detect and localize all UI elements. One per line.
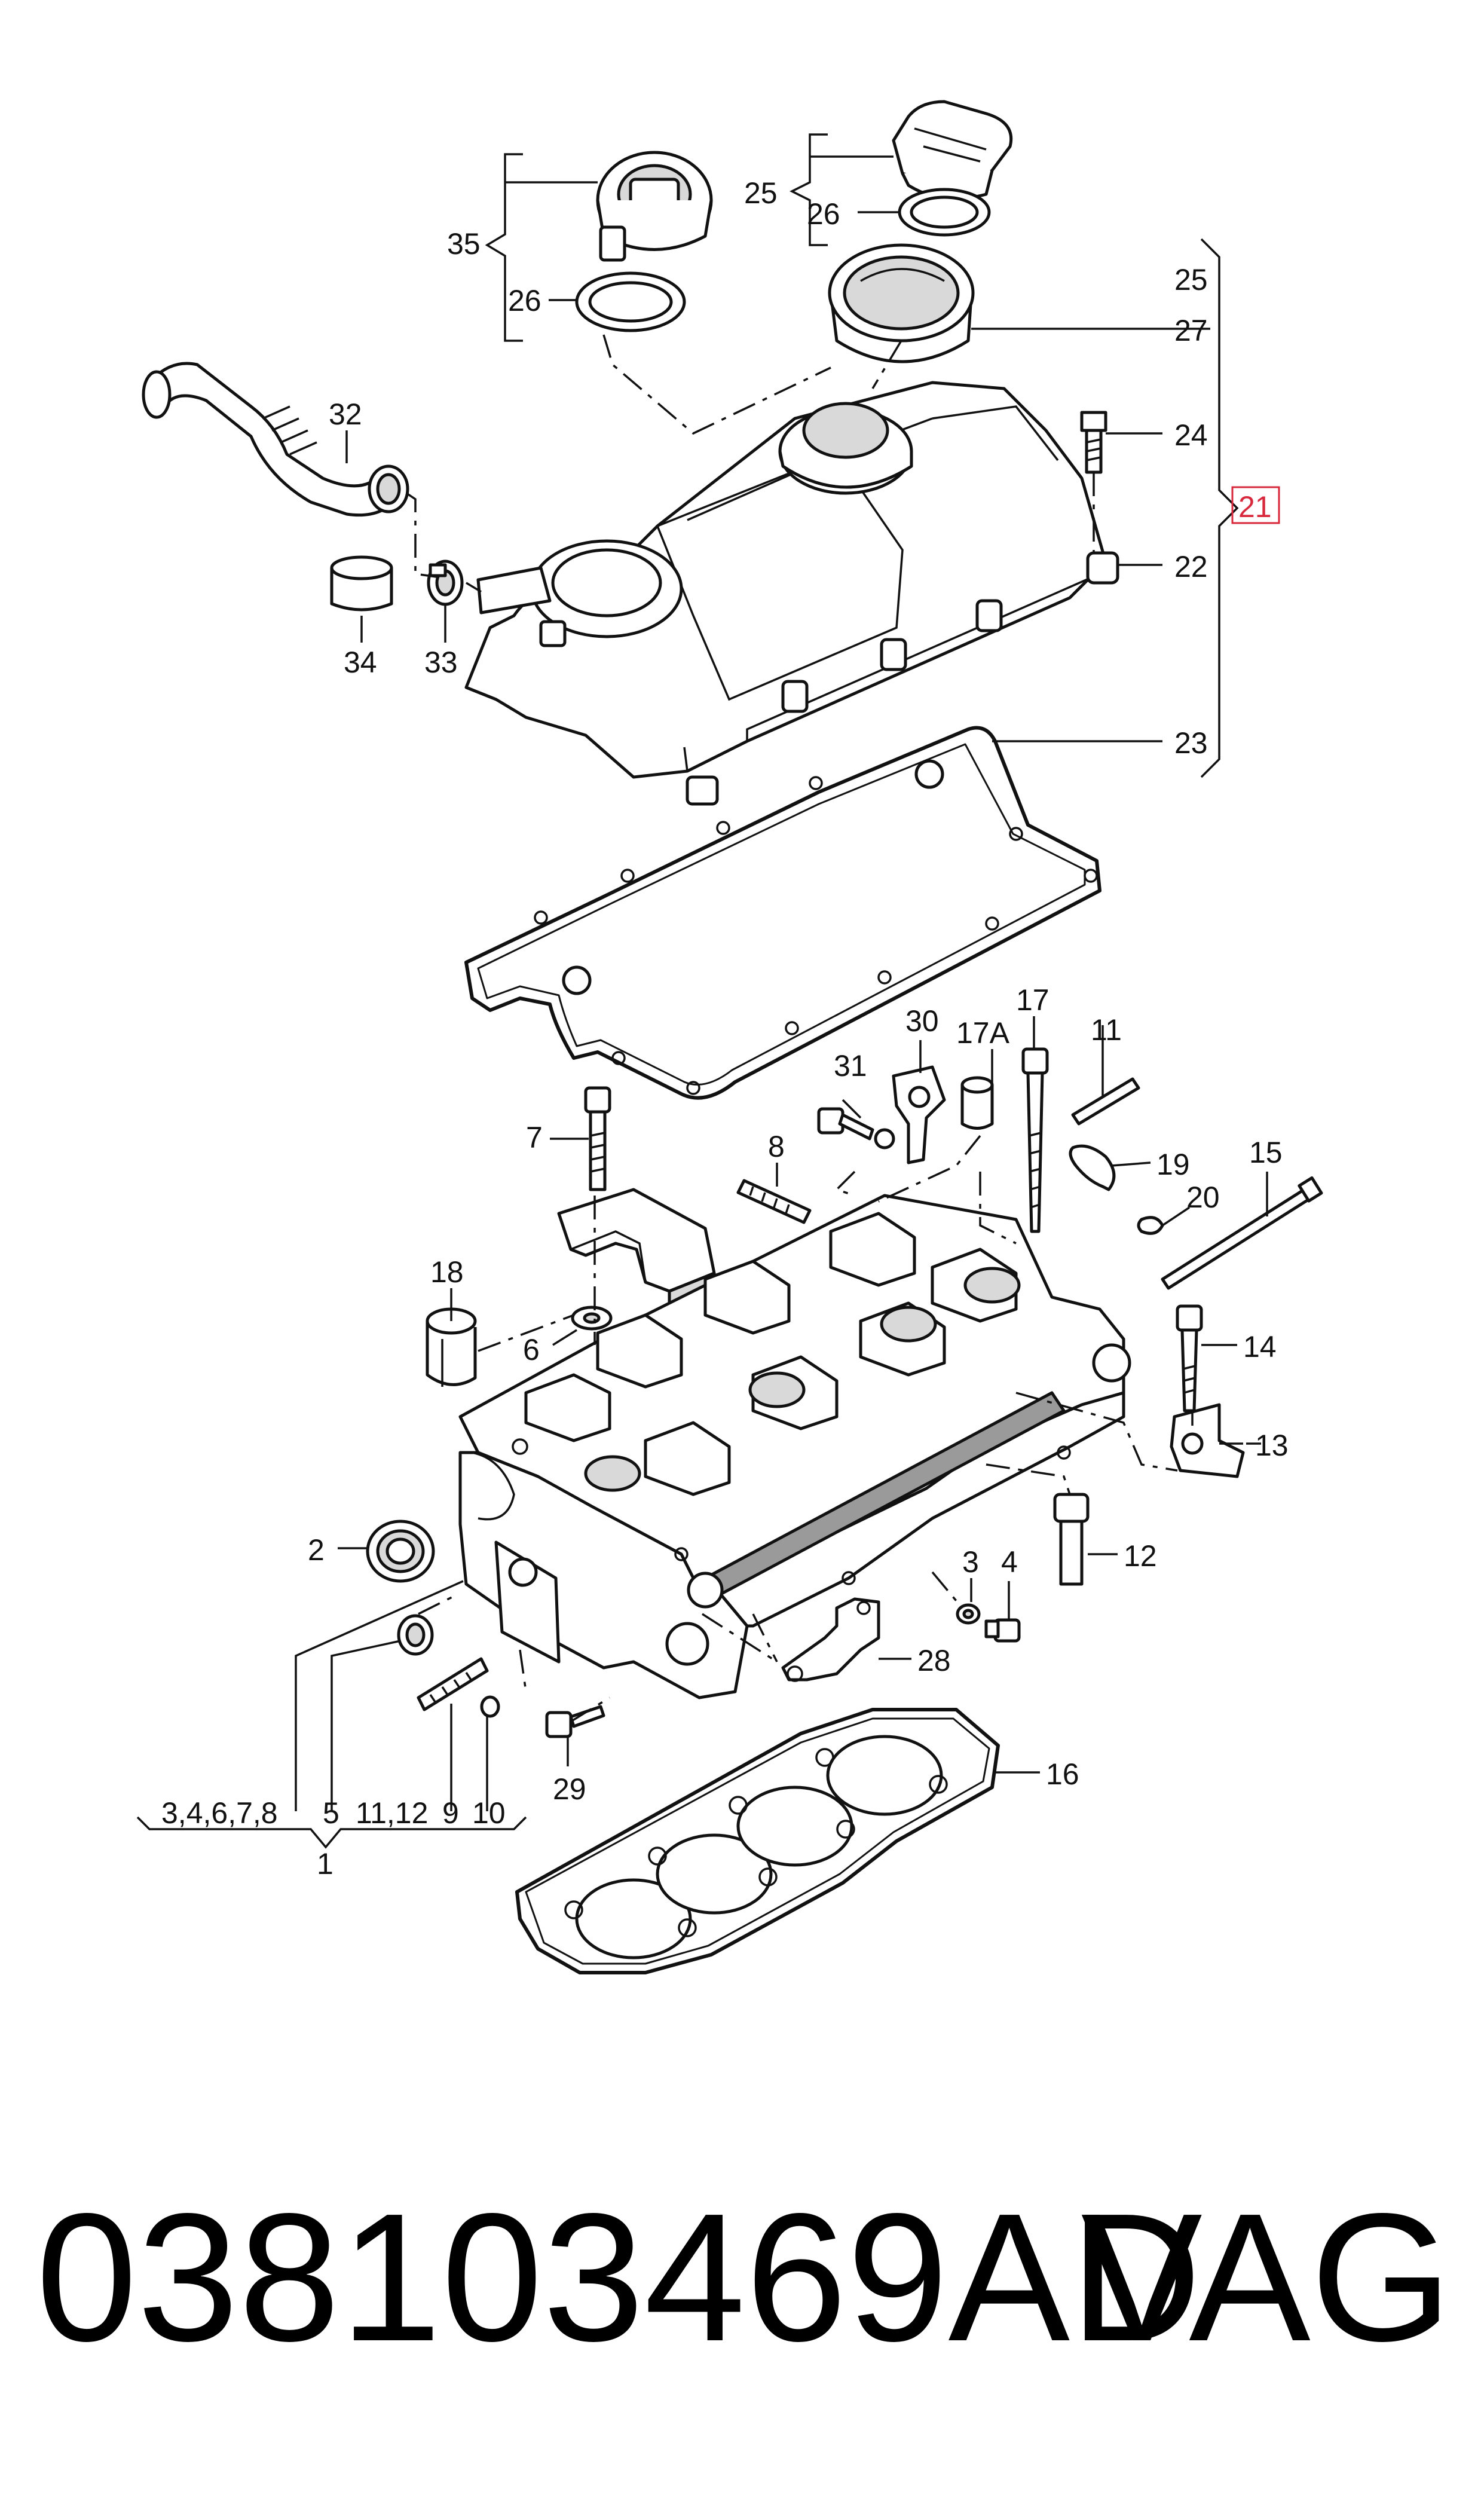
label-31[interactable]: 31: [834, 1049, 867, 1083]
part-labels: 35 26 25 26 25 27 24 21 22 23 32 34 33 3…: [161, 176, 1289, 1881]
label-21[interactable]: 21: [1238, 490, 1272, 524]
label-12[interactable]: 12: [1124, 1539, 1157, 1573]
label-3[interactable]: 3: [962, 1545, 979, 1579]
label-25-right[interactable]: 25: [1174, 263, 1208, 296]
brand-name: VAG: [1081, 2175, 1452, 2379]
pin-11: [1071, 1077, 1140, 1126]
sleeve-17a: [960, 1076, 994, 1130]
label-15[interactable]: 15: [1249, 1136, 1283, 1169]
seal-ring-26-left: [575, 271, 686, 332]
bolt-31: [817, 1107, 895, 1150]
label-17a[interactable]: 17A: [956, 1016, 1010, 1050]
bolt-4: [984, 1618, 1021, 1643]
label-35[interactable]: 35: [447, 227, 481, 261]
label-7[interactable]: 7: [526, 1121, 543, 1154]
head-gasket-16: [515, 1708, 1000, 1974]
label-32[interactable]: 32: [329, 398, 362, 431]
label-14[interactable]: 14: [1243, 1330, 1277, 1364]
bracket-28: [781, 1597, 880, 1682]
label-21-box: [1231, 486, 1280, 524]
label-29[interactable]: 29: [553, 1772, 586, 1806]
label-group-5[interactable]: 5: [323, 1796, 339, 1830]
label-25-top[interactable]: 25: [744, 176, 778, 210]
label-4[interactable]: 4: [1001, 1545, 1018, 1579]
bracket-13: [1170, 1403, 1245, 1478]
bolt-17: [1021, 1047, 1049, 1233]
stud-8: [736, 1179, 812, 1224]
label-group-9[interactable]: 9: [442, 1796, 459, 1830]
label-33[interactable]: 33: [424, 646, 458, 679]
cylinder-head-cover-21: [464, 381, 1119, 806]
label-20[interactable]: 20: [1186, 1181, 1220, 1214]
label-26-right[interactable]: 26: [807, 197, 840, 231]
part-number: 038103469AD: [36, 2175, 1202, 2379]
washer-6: [571, 1306, 613, 1331]
label-6[interactable]: 6: [523, 1333, 540, 1366]
clip-20: [1137, 1216, 1164, 1235]
seal-5: [397, 1614, 434, 1656]
label-group-10[interactable]: 10: [472, 1796, 506, 1830]
label-17[interactable]: 17: [1016, 983, 1049, 1017]
footer-caption: 038103469AD VAG: [36, 2176, 1458, 2379]
bolt-12: [1053, 1493, 1090, 1586]
label-group-3-4-6-7-8[interactable]: 3,4,6,7,8: [161, 1796, 278, 1830]
bolt-24: [1080, 411, 1107, 474]
seal-ring-26-right: [898, 188, 991, 237]
label-26-left[interactable]: 26: [508, 284, 541, 317]
label-8[interactable]: 8: [768, 1130, 785, 1163]
dowel-10: [480, 1695, 500, 1718]
cover-gasket-23: [464, 726, 1101, 1100]
label-34[interactable]: 34: [344, 646, 377, 679]
label-27[interactable]: 27: [1174, 314, 1208, 347]
filler-neck-27: [828, 243, 975, 363]
hose-clamp-33: [427, 560, 464, 606]
label-18[interactable]: 18: [430, 1255, 464, 1289]
clip-19: [1069, 1144, 1116, 1191]
label-11[interactable]: 11: [1091, 1013, 1122, 1047]
bolt-7: [584, 1086, 611, 1191]
stud-9: [417, 1657, 489, 1711]
cylinder-head-1: [458, 1194, 1131, 1699]
label-group-11-12[interactable]: 11,12: [356, 1796, 428, 1830]
leader-lines: [136, 133, 1268, 1849]
label-28[interactable]: 28: [917, 1644, 951, 1677]
washer-3: [956, 1603, 981, 1625]
breather-hose-32: [142, 362, 409, 517]
label-24[interactable]: 24: [1174, 418, 1208, 452]
filler-cap-35: [596, 151, 713, 262]
hose-connector-34: [330, 555, 393, 612]
label-19[interactable]: 19: [1156, 1148, 1190, 1181]
label-30[interactable]: 30: [905, 1004, 939, 1038]
label-23[interactable]: 23: [1174, 726, 1208, 760]
oil-cap-25: [892, 100, 1013, 200]
bolt-29: [545, 1705, 605, 1738]
bolt-14: [1176, 1304, 1203, 1413]
label-1[interactable]: 1: [317, 1847, 333, 1881]
label-2[interactable]: 2: [308, 1533, 325, 1567]
oil-seal-2: [366, 1520, 435, 1583]
label-22[interactable]: 22: [1174, 550, 1208, 583]
rod-15: [1161, 1176, 1323, 1290]
label-16[interactable]: 16: [1046, 1757, 1079, 1791]
bracket-30: [892, 1065, 946, 1164]
label-13[interactable]: 13: [1255, 1429, 1289, 1462]
